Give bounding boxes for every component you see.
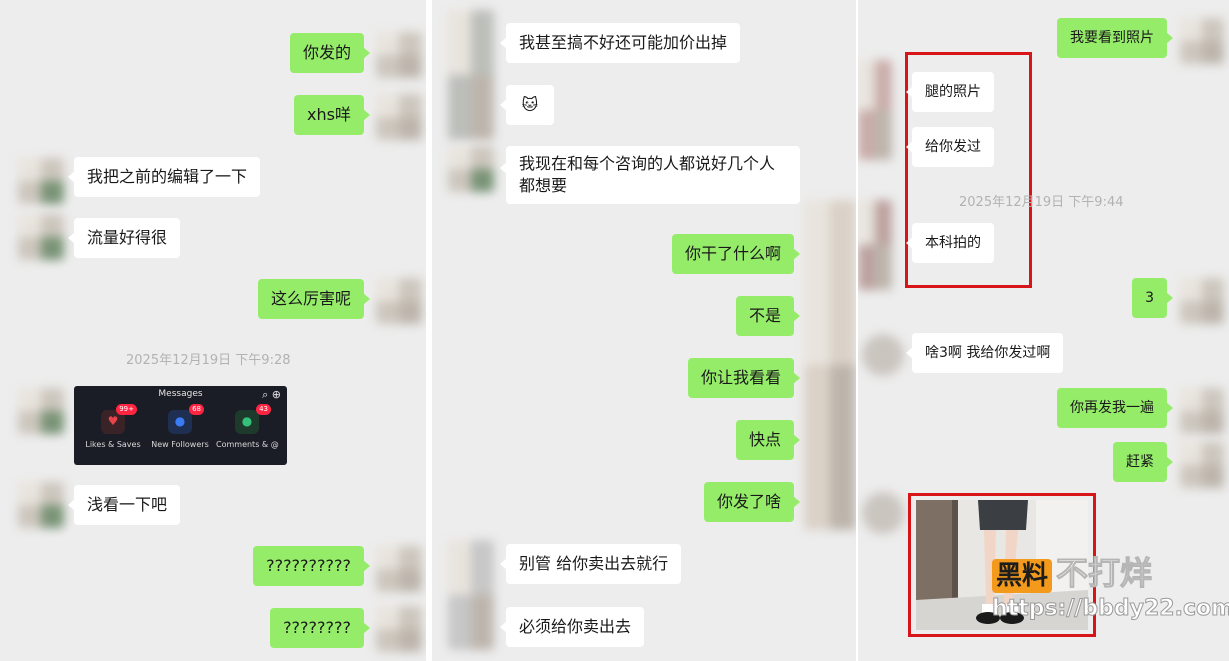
- watermark-logo: 黑料不打烊: [992, 554, 1153, 593]
- message-bubble-received[interactable]: 浅看一下吧: [67, 485, 181, 525]
- avatar[interactable]: [376, 606, 422, 652]
- avatar[interactable]: [18, 388, 64, 434]
- card-item-label: Comments & @: [216, 440, 279, 449]
- cat-face-icon: 🐱: [521, 95, 539, 114]
- message-bubble-sent[interactable]: 快点: [735, 420, 801, 460]
- message-bubble-sent[interactable]: 你发了啥: [703, 482, 801, 522]
- message-bubble-sent[interactable]: 这么厉害呢: [257, 279, 371, 319]
- card-item-followers: ●68 New Followers: [149, 404, 211, 449]
- message-bubble-received[interactable]: 我现在和每个咨询的人都说好几个人都想要: [500, 146, 800, 204]
- message-bubble-received[interactable]: 啥3啊 我给你发过啊: [905, 333, 1064, 373]
- avatar[interactable]: [376, 32, 422, 78]
- message-bubble-received[interactable]: 别管 给你卖出去就行: [499, 544, 682, 584]
- add-circle-icon: ⊕: [271, 388, 281, 401]
- message-bubble-received[interactable]: 给你发过: [906, 127, 994, 167]
- avatar[interactable]: [376, 546, 422, 592]
- avatar[interactable]: [858, 200, 892, 290]
- card-item-comments: ●43 Comments & @: [216, 404, 279, 449]
- avatar[interactable]: [18, 158, 64, 204]
- chat-icon: ●: [241, 414, 253, 428]
- avatar[interactable]: [448, 10, 494, 140]
- chat-panel-1: 你发的 xhs咩 我把之前的编辑了一下 流量好得很 这么厉害呢 2025年12月…: [0, 0, 426, 661]
- count-badge: 68: [189, 404, 204, 415]
- shared-screenshot[interactable]: Messages ⌕ ⊕ ♥99+ Likes & Saves ●68 New …: [74, 386, 287, 465]
- avatar[interactable]: [1180, 388, 1224, 434]
- message-bubble-sent[interactable]: 赶紧: [1113, 442, 1173, 482]
- highlight-box: [905, 52, 1032, 288]
- emoji-bubble[interactable]: 🐱: [500, 85, 554, 125]
- count-badge: 99+: [116, 404, 137, 415]
- highlight-box: [908, 493, 1096, 637]
- message-bubble-received[interactable]: 我甚至搞不好还可能加价出掉: [499, 23, 741, 63]
- message-bubble-sent[interactable]: xhs咩: [294, 95, 370, 135]
- message-bubble-sent[interactable]: 我要看到照片: [1057, 18, 1173, 58]
- avatar[interactable]: [1180, 442, 1224, 488]
- chat-panel-2: 我甚至搞不好还可能加价出掉 🐱 我现在和每个咨询的人都说好几个人都想要 你干了什…: [432, 0, 856, 661]
- avatar[interactable]: [18, 482, 64, 528]
- card-item-likes: ♥99+ Likes & Saves: [82, 404, 144, 449]
- timestamp: 2025年12月19日 下午9:28: [126, 353, 291, 368]
- card-title: Messages: [158, 389, 203, 399]
- message-bubble-sent[interactable]: 不是: [735, 296, 801, 336]
- count-badge: 43: [256, 404, 271, 415]
- heart-icon: ♥: [107, 414, 119, 428]
- person-icon: ●: [174, 414, 186, 428]
- message-bubble-sent[interactable]: 你再发我一遍: [1057, 388, 1173, 428]
- avatar[interactable]: [858, 60, 892, 160]
- avatar[interactable]: [862, 492, 904, 534]
- message-bubble-sent[interactable]: 你让我看看: [687, 358, 801, 398]
- avatar[interactable]: [804, 200, 856, 530]
- message-bubble-sent[interactable]: 你干了什么啊: [671, 234, 801, 274]
- search-icon: ⌕: [262, 388, 269, 401]
- avatar[interactable]: [448, 146, 494, 192]
- watermark-brand: 黑料: [992, 559, 1053, 593]
- card-item-label: Likes & Saves: [85, 440, 141, 449]
- avatar[interactable]: [862, 334, 904, 376]
- message-bubble-received[interactable]: 流量好得很: [67, 218, 181, 258]
- avatar[interactable]: [1180, 18, 1224, 64]
- card-item-label: New Followers: [151, 440, 209, 449]
- message-bubble-received[interactable]: 我把之前的编辑了一下: [67, 157, 261, 197]
- message-bubble-sent[interactable]: ????????: [270, 608, 370, 648]
- timestamp: 2025年12月19日 下午9:44: [959, 195, 1124, 210]
- message-bubble-sent[interactable]: 3: [1132, 278, 1173, 318]
- avatar[interactable]: [1180, 278, 1224, 324]
- watermark-url: https://bbdy22.com: [991, 596, 1229, 622]
- avatar[interactable]: [376, 278, 422, 324]
- avatar[interactable]: [18, 214, 64, 260]
- avatar[interactable]: [448, 540, 494, 650]
- avatar[interactable]: [376, 94, 422, 140]
- message-bubble-sent[interactable]: ??????????: [253, 546, 370, 586]
- watermark-slogan: 不打烊: [1056, 554, 1153, 592]
- message-bubble-received[interactable]: 腿的照片: [906, 72, 994, 112]
- message-bubble-received[interactable]: 本科拍的: [906, 223, 994, 263]
- message-bubble-sent[interactable]: 你发的: [289, 33, 371, 73]
- message-bubble-received[interactable]: 必须给你卖出去: [499, 607, 645, 647]
- chat-panel-3: 我要看到照片 腿的照片 给你发过 2025年12月19日 下午9:44 本科拍的…: [858, 0, 1229, 661]
